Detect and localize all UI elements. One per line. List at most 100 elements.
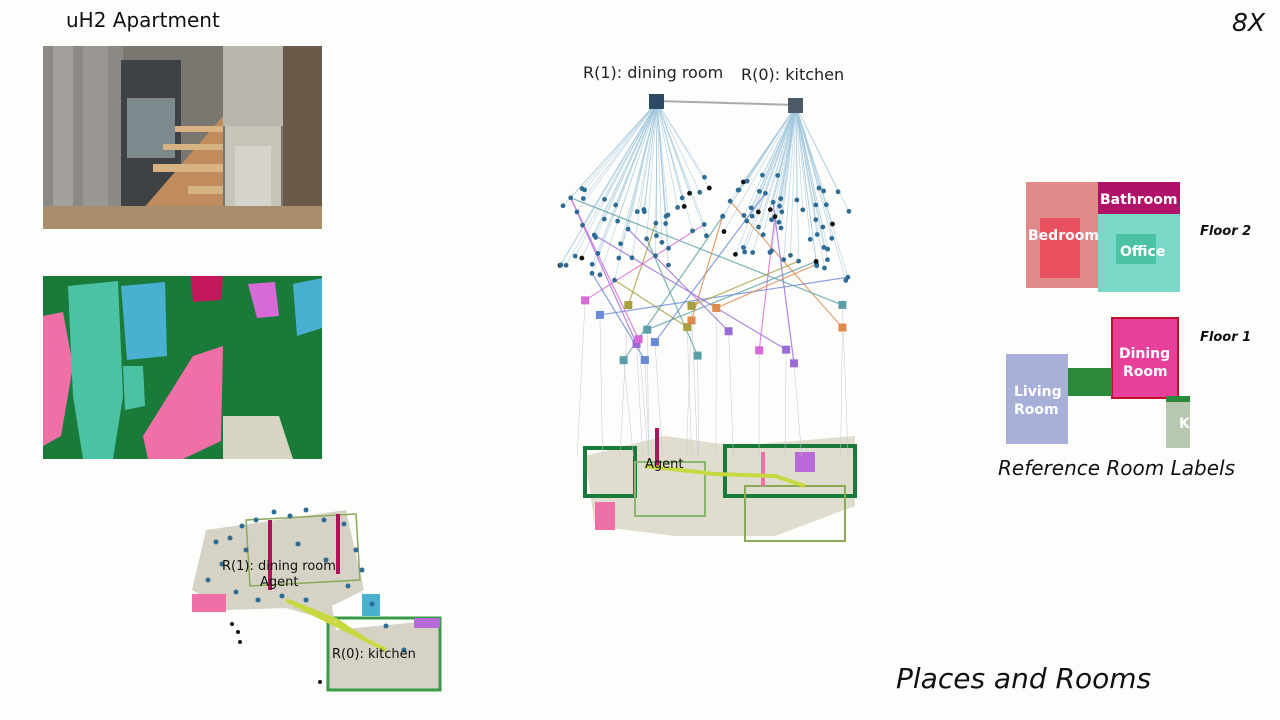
object-node	[687, 301, 696, 310]
object-mesh-edge	[654, 342, 663, 457]
place-node	[778, 196, 784, 202]
room-node-dining	[649, 94, 664, 109]
room-place-edge	[627, 101, 658, 230]
place-node	[697, 189, 703, 195]
object-node	[838, 300, 847, 309]
object-node	[619, 356, 628, 365]
place-node	[794, 197, 800, 203]
room-place-edge	[644, 101, 658, 212]
place-node	[825, 257, 830, 263]
place-node	[846, 208, 852, 214]
place-object-edge	[691, 260, 799, 307]
place-node	[579, 255, 585, 261]
place-node	[756, 188, 762, 194]
playback-speed-label: 8X	[1232, 8, 1266, 37]
graph-nodes-layer	[557, 101, 852, 457]
room-place-edge	[656, 101, 678, 208]
object-mesh-edge	[784, 349, 787, 457]
place-node	[675, 205, 681, 210]
object-node	[595, 310, 604, 319]
place-node	[558, 262, 564, 268]
room-place-edge	[795, 105, 799, 262]
place-node	[755, 209, 761, 215]
place-node	[721, 229, 727, 234]
object-mesh-edge	[697, 355, 700, 457]
place-node	[613, 202, 619, 208]
object-node	[712, 303, 721, 312]
room-place-edge	[795, 105, 817, 262]
place-node	[776, 219, 782, 225]
room-place-edge	[790, 105, 797, 256]
room-place-edge	[574, 101, 658, 257]
room-place-edge	[723, 105, 797, 232]
object-mesh-edge	[840, 327, 843, 457]
minimap-agent-label: Agent	[260, 575, 298, 590]
place-node	[589, 270, 595, 276]
room-place-edge	[795, 105, 818, 235]
graph-room-0-label: R(0): kitchen	[741, 65, 844, 84]
floor-1-label: Floor 1	[1200, 330, 1252, 345]
dining-room-region	[1111, 317, 1179, 399]
object-node	[838, 323, 847, 332]
place-node	[740, 179, 746, 185]
place-object-edge	[570, 197, 843, 306]
room-node-kitchen	[788, 98, 803, 113]
place-node	[625, 226, 631, 232]
place-node	[733, 251, 738, 257]
room-place-edge	[769, 105, 797, 253]
place-node	[823, 202, 829, 208]
object-mesh-edge	[636, 343, 643, 457]
place-node	[615, 218, 621, 224]
place-node	[778, 225, 784, 231]
place-node	[687, 190, 692, 196]
bathroom-region	[1098, 182, 1180, 214]
place-node	[748, 205, 754, 211]
office-label: Office	[1120, 244, 1165, 260]
object-mesh-edge	[619, 305, 629, 457]
object-node	[634, 335, 643, 344]
place-node	[800, 207, 806, 213]
place-node	[582, 187, 588, 193]
room-place-edge	[656, 101, 705, 178]
place-node	[767, 249, 773, 255]
place-node	[788, 252, 793, 258]
place-object-edge	[647, 260, 817, 331]
place-node	[807, 236, 813, 242]
place-node	[618, 241, 623, 247]
room-place-edge	[631, 101, 658, 258]
place-node	[720, 213, 726, 219]
place-object-edge	[570, 197, 638, 345]
place-node	[779, 209, 785, 215]
place-node	[762, 190, 768, 196]
place-node	[769, 217, 774, 223]
room-place-edge	[584, 101, 658, 191]
object-mesh-edge	[686, 320, 692, 457]
place-node	[563, 262, 569, 268]
room-place-edge	[795, 105, 847, 281]
place-node	[813, 202, 819, 208]
room-place-edge	[795, 105, 839, 192]
place-node	[830, 221, 835, 227]
place-node	[796, 258, 802, 264]
room-place-edge	[656, 101, 669, 215]
dining-label-2: Room	[1123, 364, 1168, 380]
room-place-edge	[656, 101, 693, 231]
place-node	[814, 232, 820, 237]
kitchen-label: Kitchen	[1179, 416, 1190, 432]
room-place-edge	[656, 101, 701, 193]
object-node	[693, 351, 702, 360]
room-place-edge	[583, 101, 658, 199]
room-place-edge	[656, 101, 705, 225]
place-node	[601, 216, 607, 222]
place-node	[829, 235, 835, 241]
top-down-minimap: R(1): dining room Agent R(0): kitchen	[192, 507, 442, 692]
bedroom-label: Bedroom	[1028, 228, 1099, 244]
place-object-edge	[654, 192, 766, 343]
room-place-edge	[743, 105, 797, 216]
place-node	[820, 224, 826, 230]
place-node	[777, 203, 782, 209]
scene-title: uH2 Apartment	[66, 8, 220, 32]
room-place-edge	[795, 105, 825, 248]
place-node	[821, 188, 827, 194]
object-node	[782, 345, 791, 354]
